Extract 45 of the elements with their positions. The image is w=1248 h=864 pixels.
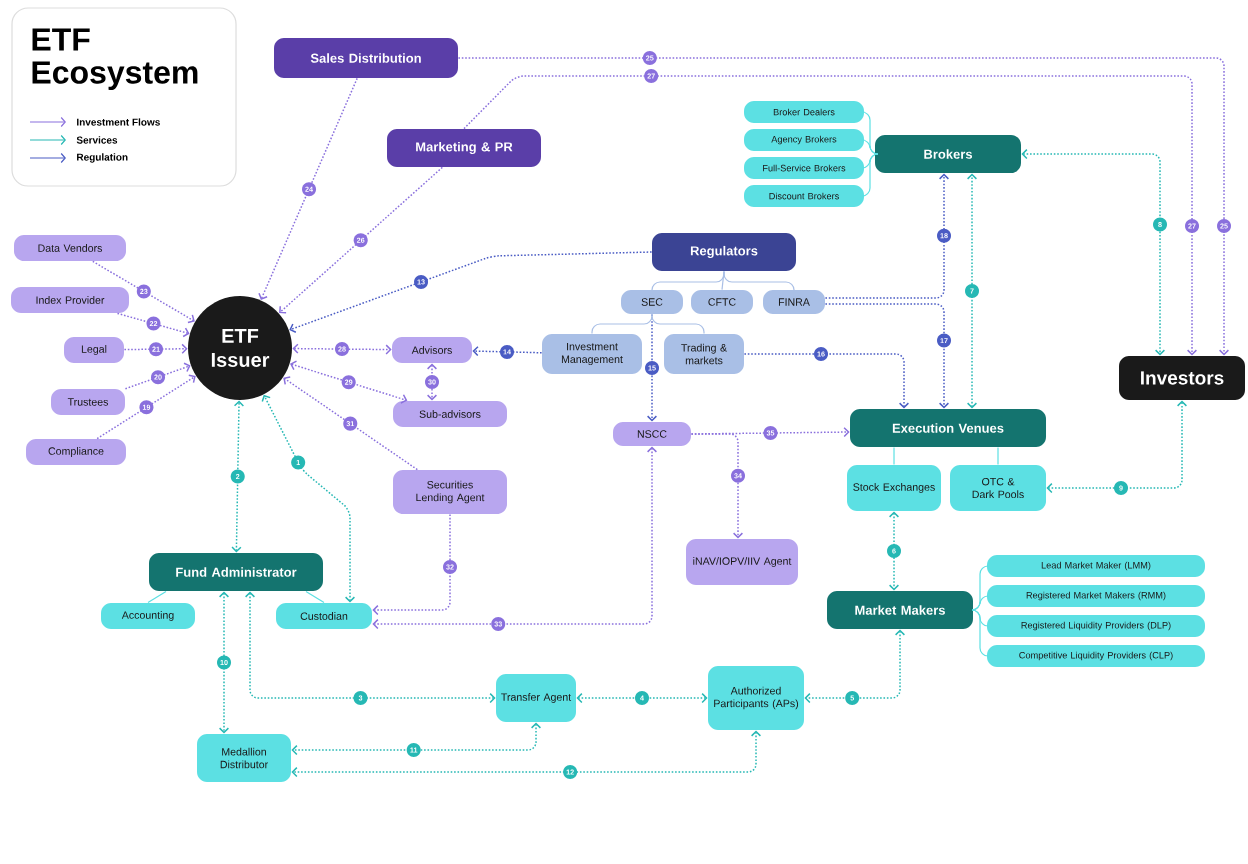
connector-line (971, 595, 989, 611)
connector-line (651, 313, 705, 335)
connector-arrow (1046, 400, 1188, 494)
connector-arrow (292, 343, 392, 355)
connector-arrow (218, 591, 230, 734)
connector-arrow (824, 173, 950, 299)
connector-arrow (804, 629, 906, 704)
connector-arrow (824, 303, 950, 409)
connector-line (723, 270, 795, 291)
connector-arrow (289, 251, 653, 334)
connector-arrow (261, 394, 356, 603)
connector-arrow (690, 433, 744, 539)
connector-line (147, 590, 167, 604)
connector-line (305, 590, 325, 604)
title: ETF Ecosystem (32, 28, 198, 91)
connector-line (861, 139, 879, 155)
connector-arrow (426, 363, 438, 401)
connector-arrow (576, 692, 708, 704)
connector-line (971, 609, 989, 657)
connector-arrow (116, 312, 190, 338)
connector-arrow (231, 400, 245, 553)
connector-arrow (743, 353, 910, 409)
connector-arrow (372, 513, 451, 616)
connector-arrow (92, 260, 195, 324)
connector-arrow (888, 511, 900, 591)
connector-arrow (244, 591, 496, 704)
connector-arrow (1021, 148, 1166, 356)
connector-arrow (258, 77, 358, 300)
connector-arrow (124, 362, 191, 390)
connector-arrow (290, 360, 408, 404)
connector-arrow (123, 343, 188, 354)
connector-line (591, 313, 653, 335)
connector-arrow (96, 374, 196, 440)
connector-line (893, 446, 895, 466)
connector-arrow (472, 346, 543, 357)
connector-arrow (283, 376, 419, 471)
connector-line (861, 153, 879, 197)
connector-line (721, 270, 725, 291)
connector-arrow (291, 722, 542, 756)
rounded-box: Investors (1119, 356, 1245, 400)
connector-arrow (279, 166, 444, 314)
connector-line (997, 446, 999, 466)
connector-arrow (966, 173, 978, 409)
connector-arrow (372, 446, 658, 630)
connector-arrow (291, 730, 762, 778)
